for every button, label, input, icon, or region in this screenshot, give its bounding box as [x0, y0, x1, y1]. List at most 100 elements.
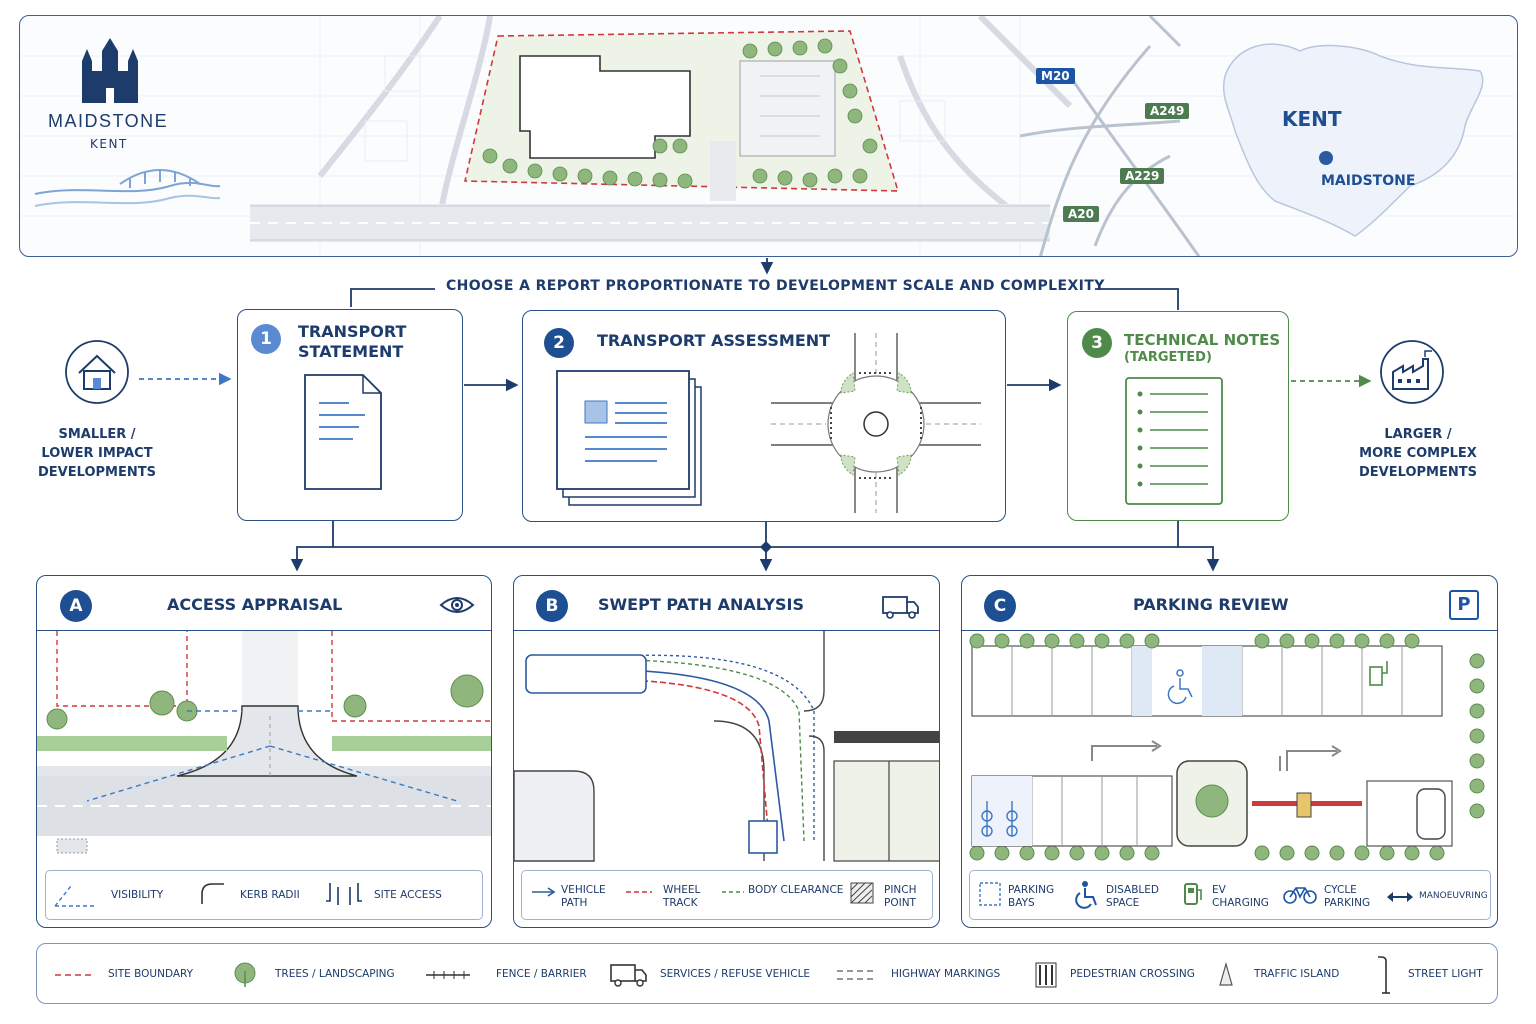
analysis-c-legend-box: [969, 870, 1491, 920]
checklist-icon: [1125, 377, 1223, 505]
report-title-3: TECHNICAL NOTES (TARGETED): [1124, 330, 1280, 366]
key-street-light: STREET LIGHT: [1408, 968, 1483, 980]
legend-cycle-parking-line-2: PARKING: [1324, 897, 1371, 909]
document-icon: [304, 374, 382, 490]
site-access-icon: [326, 883, 362, 905]
brand-title: MAIDSTONE: [48, 111, 169, 131]
legend-manoeuvring: MANOEUVRING: [1419, 891, 1488, 901]
report-title-1-line-1: TRANSPORT: [298, 322, 407, 341]
legend-ev-charging-line-1: EV: [1212, 884, 1226, 896]
fence-key-icon: [426, 971, 470, 979]
refuse-truck-icon: [882, 596, 919, 619]
report-stack-icon: [556, 370, 702, 506]
castle-logo: [82, 38, 138, 103]
report-number-1: 1: [251, 324, 281, 354]
legend-body-clearance: BODY CLEARANCE: [748, 884, 844, 896]
legend-disabled-space: DISABLED SPACE: [1106, 884, 1159, 910]
key-pedestrian-crossing: PEDESTRIAN CROSSING: [1070, 968, 1195, 980]
left-label-line-2: LOWER IMPACT: [41, 446, 153, 461]
bicycle-icon: [1283, 887, 1317, 904]
flow-heading: CHOOSE A REPORT PROPORTIONATE TO DEVELOP…: [446, 278, 1105, 294]
wheelchair-icon: [1075, 881, 1097, 909]
highway-markings-key-icon: [837, 970, 877, 980]
left-label-line-1: SMALLER /: [58, 427, 136, 442]
legend-cycle-parking: CYCLE PARKING: [1324, 884, 1370, 910]
report-title-1-line-2: STATEMENT: [298, 342, 404, 361]
road-label-m20: M20: [1036, 68, 1075, 84]
analysis-letter-c: C: [984, 590, 1016, 622]
key-highway-markings: HIGHWAY MARKINGS: [891, 968, 1001, 980]
key-site-boundary: SITE BOUNDARY: [108, 968, 194, 980]
report-title-2: TRANSPORT ASSESSMENT: [597, 331, 831, 350]
parking-bay-icon: [979, 882, 1001, 906]
town-label: MAIDSTONE: [1321, 173, 1416, 189]
report-card-transport-assessment: 2 TRANSPORT ASSESSMENT: [522, 310, 1006, 522]
site-map-drawing: [20, 16, 1517, 256]
larger-developments-label: LARGER / MORE COMPLEX DEVELOPMENTS: [1349, 425, 1487, 482]
analysis-title-c: PARKING REVIEW: [1133, 595, 1289, 614]
road-label-a249: A249: [1145, 103, 1190, 119]
legend-disabled-space-line-1: DISABLED: [1106, 884, 1159, 896]
legend-cycle-parking-line-1: CYCLE: [1324, 884, 1357, 896]
legend-pinch-point-line-2: POINT: [884, 897, 916, 909]
key-fence-barrier: FENCE / BARRIER: [496, 968, 587, 980]
body-clearance-icon: [722, 891, 744, 893]
analysis-c-header-rule: [962, 630, 1497, 631]
report-title-1: TRANSPORT STATEMENT: [298, 322, 406, 362]
kerb-radius-icon: [201, 883, 224, 904]
visibility-splay-icon: [54, 885, 97, 907]
analysis-card-access-appraisal: A ACCESS APPRAISAL VISIBILITY: [36, 575, 492, 928]
report-title-3-line-1: TECHNICAL NOTES: [1124, 331, 1281, 349]
key-services-refuse-vehicle: SERVICES / REFUSE VEHICLE: [660, 968, 811, 980]
street-light-key-icon: [1378, 956, 1390, 994]
legend-vehicle-path-line-2: PATH: [561, 897, 588, 909]
analysis-card-parking-review: C PARKING REVIEW P: [961, 575, 1498, 928]
key-trees-landscaping: TREES / LANDSCAPING: [275, 968, 395, 980]
parking-plan-drawing: [969, 633, 1485, 861]
analysis-b-header-rule: [514, 630, 939, 631]
vehicle-path-icon: [532, 887, 556, 897]
legend-pinch-point-line-1: PINCH: [884, 884, 917, 896]
analysis-title-a: ACCESS APPRAISAL: [167, 595, 343, 614]
access-plan-drawing: [37, 631, 491, 861]
factory-icon: [1380, 340, 1444, 404]
drawing-key-panel: SITE BOUNDARY TREES / LANDSCAPING FENCE …: [36, 943, 1498, 1004]
report-card-transport-statement: 1 TRANSPORT STATEMENT: [237, 309, 463, 521]
report-number-2: 2: [544, 328, 574, 358]
legend-ev-charging-line-2: CHARGING: [1212, 897, 1269, 909]
legend-wheel-track-line-2: TRACK: [663, 897, 698, 909]
road-label-a229: A229: [1120, 168, 1165, 184]
legend-disabled-space-line-2: SPACE: [1106, 897, 1140, 909]
analysis-a-header-rule: [37, 630, 491, 631]
pinch-point-icon: [850, 882, 874, 904]
legend-ev-charging: EV CHARGING: [1212, 884, 1269, 910]
legend-pinch-point: PINCH POINT: [884, 884, 917, 910]
house-icon: [65, 340, 129, 404]
analysis-letter-a: A: [60, 590, 92, 622]
legend-vehicle-path-line-1: VEHICLE: [561, 884, 606, 896]
legend-vehicle-path: VEHICLE PATH: [561, 884, 606, 910]
legend-site-access: SITE ACCESS: [374, 889, 442, 901]
legend-wheel-track: WHEEL TRACK: [663, 884, 700, 910]
wheel-track-icon: [626, 891, 652, 893]
report-number-3: 3: [1082, 328, 1112, 358]
analysis-title-b: SWEPT PATH ANALYSIS: [598, 595, 805, 614]
swept-path-drawing: [514, 631, 939, 862]
legend-visibility: VISIBILITY: [111, 889, 164, 901]
tree-key-icon: [234, 962, 256, 987]
county-label: KENT: [1282, 107, 1342, 131]
analysis-a-legend-box: [45, 870, 483, 920]
analysis-b-legend-box: [521, 870, 933, 920]
analysis-card-swept-path: B SWEPT PATH ANALYSIS VEHICLE PATH WHEEL…: [513, 575, 940, 928]
parking-p-icon: P: [1449, 590, 1479, 620]
legend-parking-bays-line-2: BAYS: [1008, 897, 1035, 909]
roundabout-diagram: [771, 333, 981, 513]
pedestrian-crossing-key-icon: [1035, 962, 1057, 988]
right-label-line-1: LARGER /: [1384, 427, 1452, 442]
right-label-line-2: MORE COMPLEX: [1359, 446, 1477, 461]
right-label-line-3: DEVELOPMENTS: [1359, 465, 1477, 480]
legend-parking-bays: PARKING BAYS: [1008, 884, 1054, 910]
refuse-vehicle-key-icon: [610, 964, 647, 987]
report-card-technical-notes: 3 TECHNICAL NOTES (TARGETED): [1067, 311, 1289, 521]
left-label-line-3: DEVELOPMENTS: [38, 465, 156, 480]
